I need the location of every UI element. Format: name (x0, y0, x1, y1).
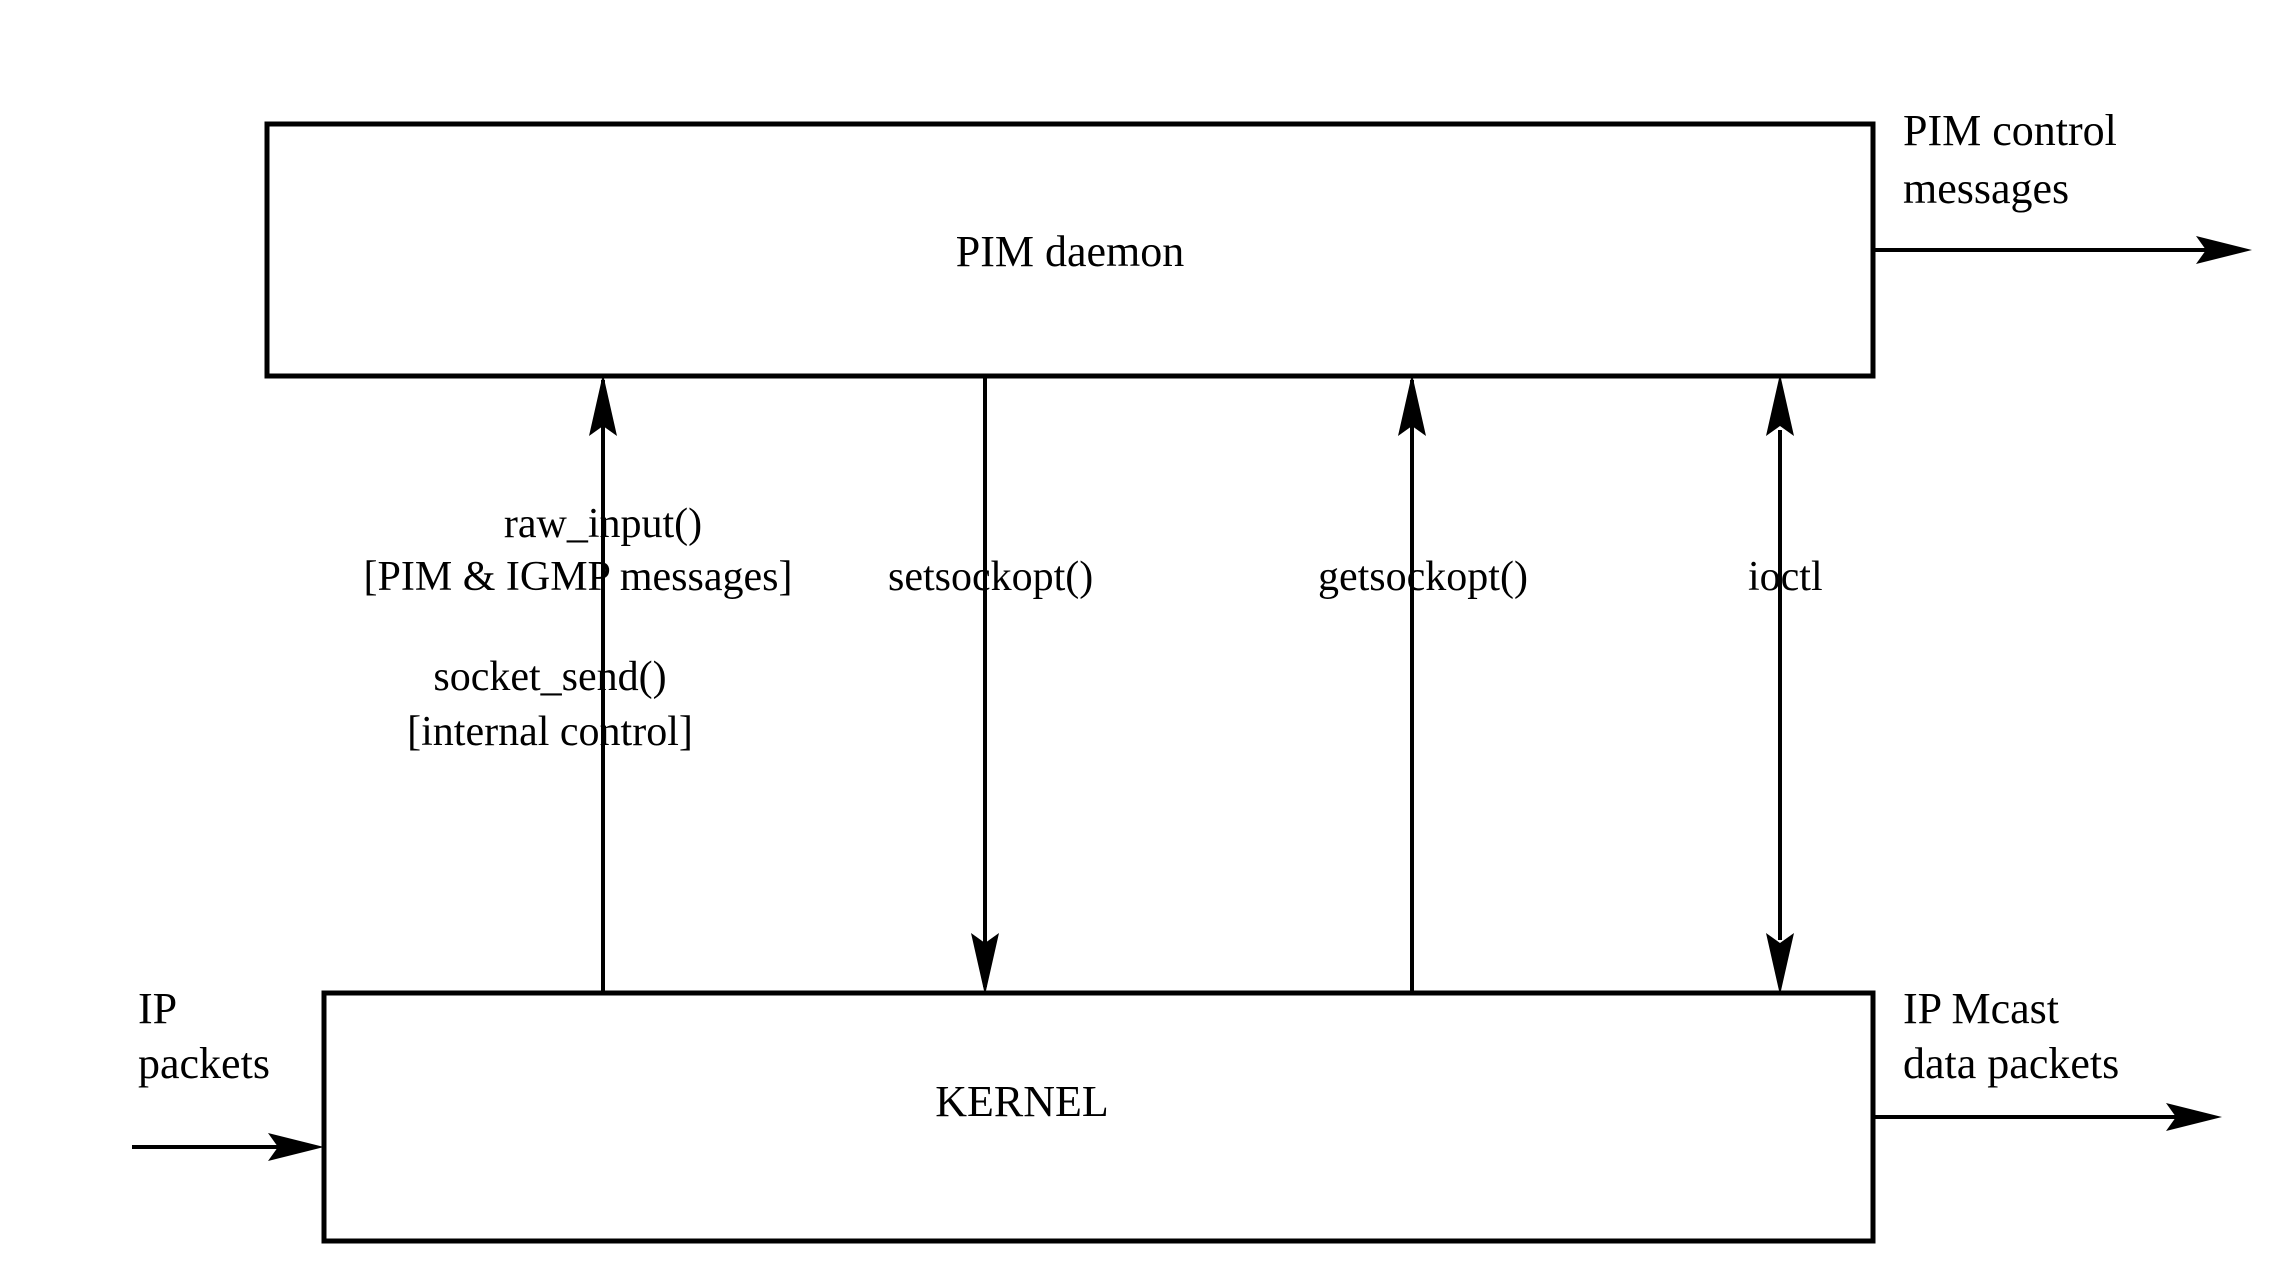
flow-ip-packets (132, 1133, 324, 1161)
raw-input-label-line2: [PIM & IGMP messages] (363, 554, 793, 600)
ip-packets-line2: packets (138, 1039, 270, 1088)
pim-control-messages-line1: PIM control (1903, 106, 2117, 155)
connector-getsockopt (1398, 374, 1426, 993)
flow-ip-mcast-data-packets (1873, 1103, 2222, 1131)
socket-send-label-line1: socket_send() (433, 654, 667, 700)
connector-setsockopt (971, 377, 999, 995)
setsockopt-label: setsockopt() (888, 554, 1094, 600)
ioctl-label: ioctl (1748, 554, 1823, 600)
connector-ioctl (1766, 374, 1794, 995)
raw-input-label-line1: raw_input() (503, 501, 703, 547)
socket-send-label-line2: [internal control] (407, 709, 693, 755)
ip-mcast-data-packets-line2: data packets (1903, 1039, 2120, 1088)
flow-pim-control-messages (1873, 236, 2252, 264)
connector-raw-input (589, 374, 617, 993)
ip-mcast-data-packets-line1: IP Mcast (1903, 984, 2060, 1033)
getsockopt-label: getsockopt() (1318, 554, 1528, 600)
pim-control-messages-line2: messages (1903, 164, 2070, 213)
pim-daemon-label: PIM daemon (955, 227, 1185, 276)
ip-packets-line1: IP (138, 984, 178, 1033)
kernel-label: KERNEL (935, 1077, 1109, 1126)
